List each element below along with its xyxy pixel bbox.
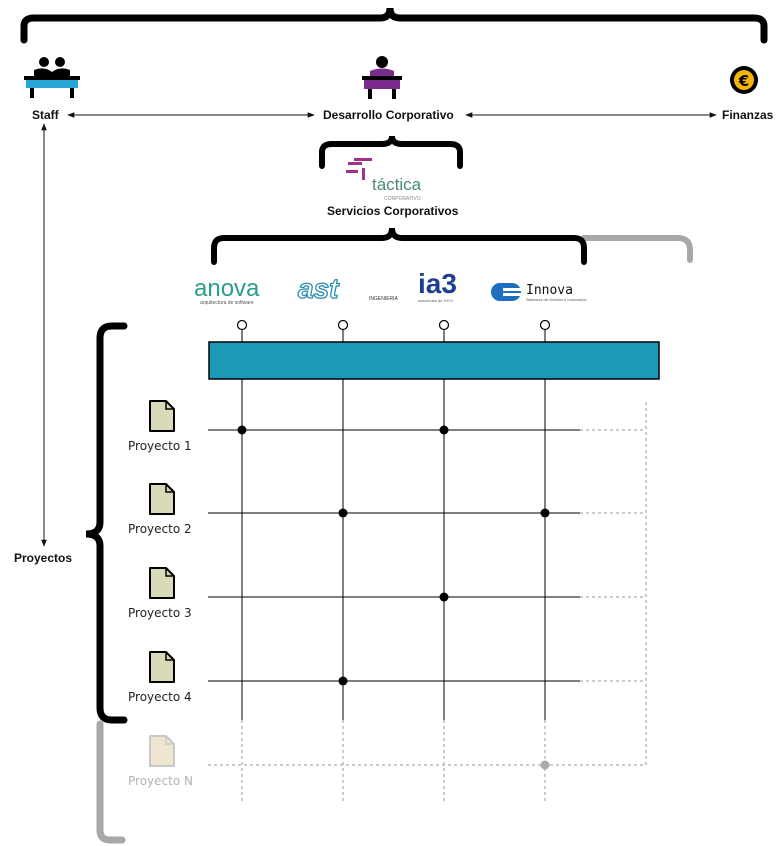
- connection-dot: [540, 508, 550, 518]
- tactica-logo: táctica CORPORATIVO: [346, 158, 422, 202]
- anova-logo: anova arquitectura de software: [194, 275, 260, 306]
- finanzas-label: Finanzas: [722, 108, 774, 122]
- project-item: Proyecto 2: [128, 483, 192, 536]
- connection-dot: [338, 676, 348, 686]
- connector-pin-head: [438, 319, 450, 331]
- project-label: Proyecto 3: [128, 606, 192, 620]
- connector-pin-head: [236, 319, 248, 331]
- project-item: Proyecto 1: [128, 400, 192, 453]
- document-icon: [149, 651, 175, 683]
- project-label: Proyecto N: [128, 774, 193, 788]
- document-fold: [165, 568, 174, 577]
- svg-text:soluciones de I+D+i: soluciones de I+D+i: [418, 298, 453, 303]
- connection-dot: [540, 760, 550, 770]
- connection-dot: [439, 425, 449, 435]
- project-item: Proyecto N: [128, 735, 193, 788]
- svg-text:Sistemas de Gestión e Innovaci: Sistemas de Gestión e Innovación: [526, 297, 587, 302]
- project-company-grid: [208, 319, 647, 802]
- document-fold: [165, 484, 174, 493]
- euro-icon: €: [730, 66, 758, 94]
- connector-pin-head: [337, 319, 349, 331]
- connection-dot: [439, 592, 449, 602]
- servicios-corporativos-label: Servicios Corporativos: [327, 204, 459, 218]
- project-item: Proyecto 4: [128, 651, 192, 704]
- project-list: Proyecto 1 Proyecto 2 Proyecto 3 Proyecto 4…: [128, 400, 193, 788]
- projects-brace-faded: [96, 720, 126, 844]
- svg-text:CORPORATIVO: CORPORATIVO: [384, 196, 421, 202]
- companies-brace: [211, 227, 587, 265]
- top-brace: [20, 7, 768, 44]
- staff-icon: [24, 57, 80, 98]
- document-icon: [149, 400, 175, 432]
- connection-dot: [338, 508, 348, 518]
- svg-text:INGENIERIA: INGENIERIA: [369, 296, 399, 302]
- svg-text:ast: ast: [298, 273, 340, 304]
- document-fold: [165, 401, 174, 410]
- companies-brace-faded: [581, 235, 693, 263]
- project-item: Proyecto 3: [128, 567, 192, 620]
- connector-pin-head: [539, 319, 551, 331]
- proyectos-label: Proyectos: [14, 551, 72, 565]
- desarrollo-corporativo-label: Desarrollo Corporativo: [323, 108, 454, 122]
- document-icon: [149, 483, 175, 515]
- document-fold: [165, 652, 174, 661]
- desarrollo-corporativo-icon: [362, 56, 402, 99]
- services-brace: [319, 135, 463, 169]
- ia3-logo: ia3 soluciones de I+D+i: [418, 268, 457, 303]
- project-label: Proyecto 4: [128, 690, 192, 704]
- svg-text:anova: anova: [194, 275, 260, 302]
- projects-brace: [85, 322, 128, 724]
- svg-text:€: €: [738, 72, 749, 90]
- svg-text:ia3: ia3: [418, 268, 457, 299]
- project-label: Proyecto 2: [128, 522, 192, 536]
- staff-label: Staff: [32, 108, 60, 122]
- svg-text:Innova: Innova: [526, 283, 573, 298]
- document-fold: [165, 736, 174, 745]
- document-icon: [149, 735, 175, 767]
- svg-text:arquitectura de software: arquitectura de software: [200, 300, 254, 306]
- ast-logo: ast INGENIERIA: [297, 272, 399, 304]
- companies-bar: [208, 341, 660, 380]
- innova-logo: Innova Sistemas de Gestión e Innovación: [491, 283, 587, 302]
- svg-text:táctica: táctica: [372, 175, 422, 194]
- connection-dot: [237, 425, 247, 435]
- project-label: Proyecto 1: [128, 439, 192, 453]
- document-icon: [149, 567, 175, 599]
